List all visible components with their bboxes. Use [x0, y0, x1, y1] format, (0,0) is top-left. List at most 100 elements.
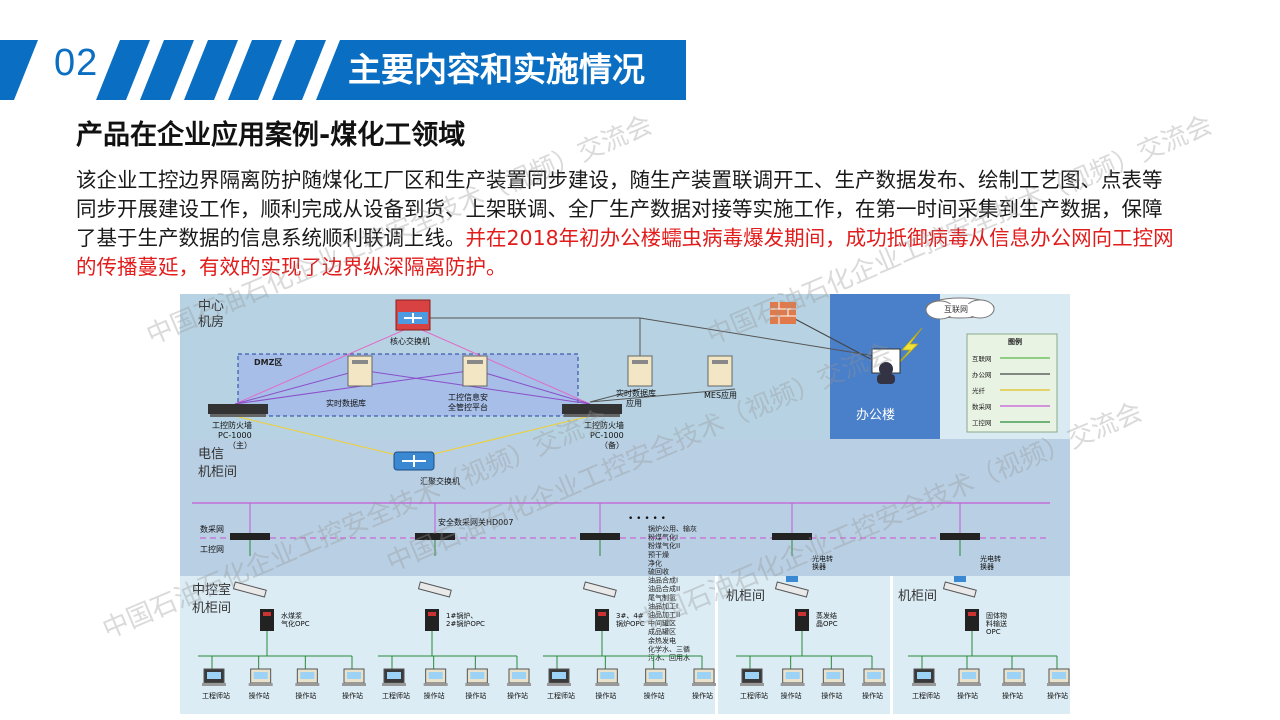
station-keyboard — [740, 683, 764, 686]
firewall-brick-icon — [770, 302, 796, 324]
internet-cloud-icon — [925, 297, 995, 320]
legend-item-label: 互联网 — [972, 354, 992, 363]
legend-box — [966, 333, 1058, 433]
station-keyboard — [595, 683, 620, 686]
ellipsis-dots: • • • • • — [628, 514, 666, 524]
station-screen — [648, 672, 663, 679]
station-screen — [207, 672, 221, 679]
opc-server-label: 1#锅炉、2#锅炉OPC — [446, 611, 485, 628]
station-keyboard — [957, 683, 981, 686]
body-paragraph: 该企业工控边界隔离防护随煤化工厂区和生产装置同步建设，随生产装置联调开工、生产数… — [76, 166, 1181, 282]
header-band — [0, 40, 686, 100]
station-screen — [745, 672, 759, 679]
access-switch-icon — [232, 581, 267, 598]
slide-subtitle: 产品在企业应用案例-煤化工领域 — [76, 120, 466, 151]
station-screen — [917, 672, 931, 679]
opc-server-label: 3#、4#锅炉OPC — [616, 612, 645, 628]
station-screen — [962, 672, 976, 679]
access-switch-icon — [942, 581, 977, 598]
station-keyboard — [912, 683, 936, 686]
station-keyboard — [295, 683, 320, 686]
operator-station-label: 操作站 — [862, 691, 883, 700]
operator-station-label: 操作站 — [249, 691, 270, 700]
operator-station-label: 操作站 — [1002, 691, 1023, 700]
network-topology-diagram: DMZ区 中心机房 电信机柜间 中控室机柜间 机柜间 机柜间 办公楼 核心交换机 — [180, 294, 1070, 714]
dmz-label: DMZ区 — [254, 358, 282, 367]
station-keyboard — [780, 683, 805, 686]
access-switch-icon — [582, 581, 617, 598]
access-switch-icon — [774, 581, 809, 598]
engineer-station-label: 工程师站 — [912, 691, 940, 700]
gateway-device-icon — [772, 533, 812, 540]
opc-server-label: 水煤浆气化OPC — [281, 611, 310, 628]
operator-station-label: 操作站 — [424, 691, 445, 700]
station-keyboard — [547, 683, 571, 686]
telecom-room-label: 电信机柜间 — [198, 447, 237, 480]
realtime-db-label: 实时数据库 — [326, 398, 366, 408]
station-screen — [470, 672, 485, 679]
operator-station-label: 操作站 — [821, 691, 842, 700]
core-switch-icon — [395, 299, 431, 331]
telecom-room-zone — [180, 439, 1070, 576]
station-screen — [826, 672, 841, 679]
opc-server-led — [968, 612, 976, 616]
gateway-device-icon — [940, 533, 980, 540]
station-screen — [1052, 672, 1066, 679]
station-keyboard — [423, 683, 448, 686]
security-platform-label: 工控信息安全管控平台 — [448, 392, 488, 412]
access-switch-icon — [417, 581, 452, 598]
gateway-device-icon — [580, 533, 620, 540]
center-room-line-2: 机房 — [198, 314, 224, 330]
station-keyboard — [862, 683, 886, 686]
opc-server-label: 蒸发结晶OPC — [816, 611, 838, 628]
station-screen — [697, 672, 711, 679]
operator-station-label: 操作站 — [957, 691, 978, 700]
operator-station-label: 操作站 — [595, 691, 616, 700]
data-network-label: 数采网 — [200, 524, 224, 534]
station-screen — [867, 672, 881, 679]
lower-cabinet-panels: 水煤浆气化OPC 工程师站 操作站 操作站 操作站 1#锅炉、2#锅炉OPC 工程师站 操作站… — [198, 581, 1070, 700]
legend-item-label: 工控网 — [972, 418, 992, 427]
center-room-line-1: 中心 — [198, 299, 224, 314]
station-screen — [387, 672, 401, 679]
operator-station-label: 操作站 — [342, 691, 363, 700]
operator-station-label: 操作站 — [644, 691, 665, 700]
control-room-label: 中控室机柜间 — [192, 582, 231, 616]
station-screen — [512, 672, 526, 679]
station-keyboard — [465, 683, 490, 686]
station-keyboard — [507, 683, 531, 686]
cabinet-room-zone-1 — [718, 576, 890, 714]
optical-converter-icon — [954, 576, 966, 582]
station-keyboard — [1047, 683, 1070, 686]
operator-station-label: 操作站 — [507, 691, 528, 700]
station-screen — [1007, 672, 1021, 679]
station-screen — [300, 672, 315, 679]
legend-title: 图例 — [1008, 337, 1022, 346]
optical-converter-label: 光电转换器 — [980, 554, 1001, 571]
server-security-platform-icon — [462, 355, 488, 387]
opc-server-led — [798, 612, 806, 616]
section-title: 主要内容和实施情况 — [348, 50, 645, 89]
dmz-zone — [237, 353, 579, 417]
operator-station-label: 操作站 — [295, 691, 316, 700]
engineer-station-label: 工程师站 — [382, 691, 410, 700]
engineer-station-label: 工程师站 — [202, 691, 230, 700]
legend-item-label: 数采网 — [972, 402, 992, 411]
paragraph-normal-text: 该企业工控边界隔离防护随煤化工厂区和生产装置同步建设，随生产装置联调开工、生产数… — [76, 168, 1163, 250]
server-realtime-db-app-icon — [627, 355, 653, 387]
core-switch-label: 核心交换机 — [390, 336, 430, 346]
operator-station-label: 操作站 — [1047, 691, 1068, 700]
station-screen — [785, 672, 800, 679]
firewall-backup-icon — [562, 404, 622, 417]
gateway-device-icon — [415, 533, 455, 540]
station-keyboard — [248, 683, 273, 686]
station-screen — [428, 672, 443, 679]
paragraph-highlight-text: 并在2018年初办公楼蠕虫病毒爆发期间，成功抵御病毒从信息办公网向工控网的传播蔓… — [76, 226, 1174, 279]
opc-server-led — [598, 612, 606, 616]
